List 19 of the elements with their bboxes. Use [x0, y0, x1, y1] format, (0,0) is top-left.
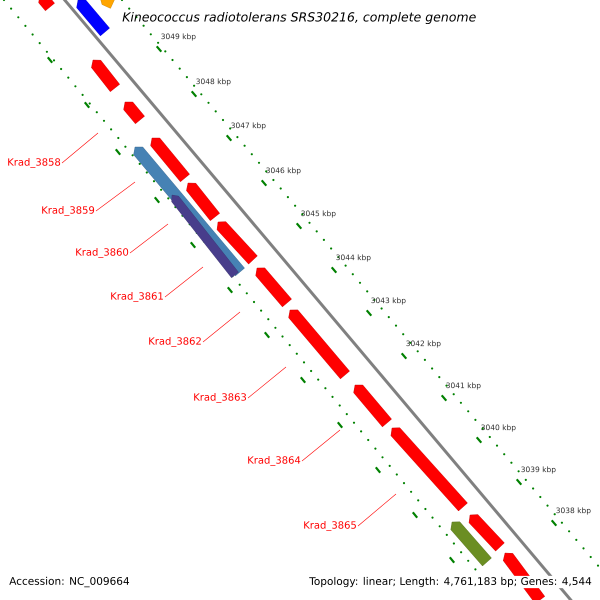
leader-line — [358, 494, 396, 526]
gene-label: Krad_3862 — [149, 337, 201, 347]
accession-text: Accession: NC_009664 — [9, 576, 130, 588]
leader-line — [164, 266, 204, 298]
gene-label: Krad_3858 — [8, 158, 60, 168]
leader-line — [302, 430, 340, 462]
gene-label: Krad_3865 — [304, 521, 356, 531]
gene-label: Krad_3861 — [111, 292, 163, 302]
gene-label: Krad_3860 — [76, 248, 128, 258]
gene-label: Krad_3863 — [194, 393, 246, 403]
leader-line — [248, 366, 286, 398]
leader-line — [130, 224, 168, 254]
leader-line — [202, 312, 240, 342]
leader-line — [96, 182, 136, 212]
title: Kineococcus radiotolerans SRS30216, complete genome — [122, 12, 476, 24]
leader-line — [62, 132, 98, 164]
summary-text: Topology: linear; Length: 4,761,183 bp; Genes: 4,544 — [308, 576, 593, 588]
gene-label: Krad_3864 — [248, 456, 300, 466]
gene-label: Krad_3859 — [42, 206, 94, 216]
